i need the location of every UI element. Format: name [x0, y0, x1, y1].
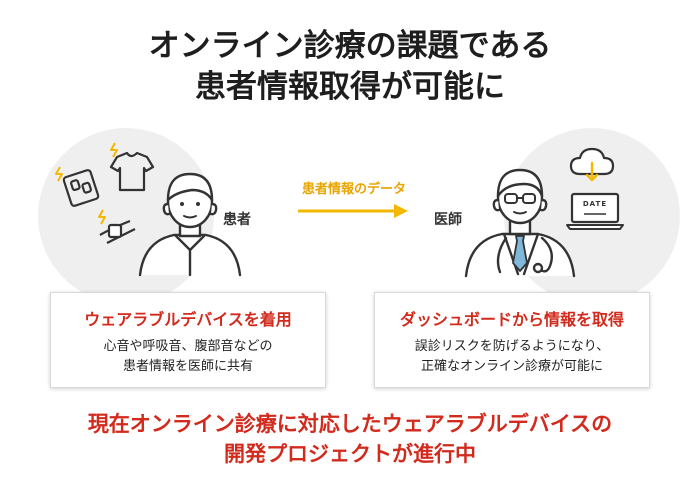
doctor-illustration: [464, 168, 576, 278]
dashboard-card-line-1: 誤診リスクを防げるようになり、: [414, 339, 610, 354]
doctor-label: 医師: [434, 212, 462, 228]
stethoscope-icon: [496, 236, 553, 274]
wearable-card-title: ウェアラブルデバイスを着用: [84, 310, 292, 329]
wearable-devices-icons: [55, 142, 155, 244]
smart-scale-icon: [62, 169, 100, 207]
patient-label: 患者: [223, 212, 251, 228]
page-title-line-2: 患者情報取得が可能に: [195, 69, 505, 105]
footer-message-line-1: 現在オンライン診療に対応したウェアラブルデバイスの: [87, 412, 613, 436]
lightning-icon: [55, 142, 118, 225]
cloud-download-icon: [569, 147, 615, 182]
data-flow-label: 患者情報のデータ: [301, 182, 406, 197]
dashboard-card-title: ダッシュボードから情報を取得: [399, 310, 624, 329]
wearable-card-line-2: 患者情報を医師に共有: [122, 359, 253, 374]
laptop-icon: [566, 192, 624, 230]
patient-illustration: [138, 172, 242, 277]
dashboard-card-line-2: 正確なオンライン診療が可能に: [420, 359, 603, 374]
doctor-tie: [512, 235, 528, 272]
dashboard-info-card: ダッシュボードから情報を取得 誤診リスクを防げるようになり、 正確なオンライン診…: [374, 292, 650, 388]
footer-message-line-2: 開発プロジェクトが進行中: [224, 442, 476, 466]
wearable-card-line-1: 心音や呼吸音、腹部音などの: [103, 339, 273, 354]
smart-shirt-icon: [109, 151, 155, 192]
smartwatch-icon: [99, 219, 136, 244]
wearable-info-card: ウェアラブルデバイスを着用 心音や呼吸音、腹部音などの 患者情報を医師に共有: [50, 292, 326, 388]
laptop-screen-text: DATE: [582, 200, 608, 208]
data-flow-arrow: [298, 204, 408, 218]
page-title-line-1: オンライン診療の課題である: [148, 28, 552, 64]
